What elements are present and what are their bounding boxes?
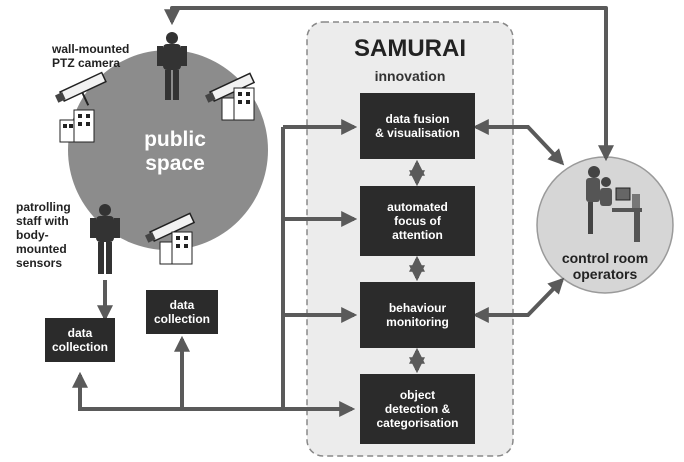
operators-workstation-icon — [586, 166, 642, 242]
fusion-control-arrow — [472, 119, 565, 166]
building-icon — [59, 109, 95, 143]
public-space-label: public space — [144, 128, 206, 175]
left-bus-arrow — [72, 371, 356, 417]
data-collection-mid-box: data collection — [146, 290, 218, 334]
building-icon — [221, 87, 255, 121]
security-guard-icon — [90, 204, 120, 274]
building-icon — [159, 231, 193, 265]
data-fusion-box: data fusion & visualisation — [360, 93, 475, 159]
data-collection-left-box: data collection — [45, 318, 115, 362]
staff-label: patrolling staff with body- mounted sens… — [16, 200, 71, 270]
behaviour-monitoring-box: behaviour monitoring — [360, 282, 475, 348]
security-guard-icon — [157, 32, 187, 100]
focus-of-attention-box: automated focus of attention — [360, 186, 475, 256]
object-detection-box: object detection & categorisation — [360, 374, 475, 444]
control-room-label: control room operators — [561, 250, 649, 282]
behaviour-control-arrow — [472, 277, 565, 323]
feedback-arrow-top — [164, 6, 614, 162]
camera-label: wall-mounted PTZ camera — [52, 42, 130, 70]
ptz-camera-icon — [204, 72, 256, 103]
subtitle: innovation — [374, 68, 446, 84]
page-title: SAMURAI — [354, 35, 466, 62]
ptz-camera-icon — [54, 71, 107, 106]
